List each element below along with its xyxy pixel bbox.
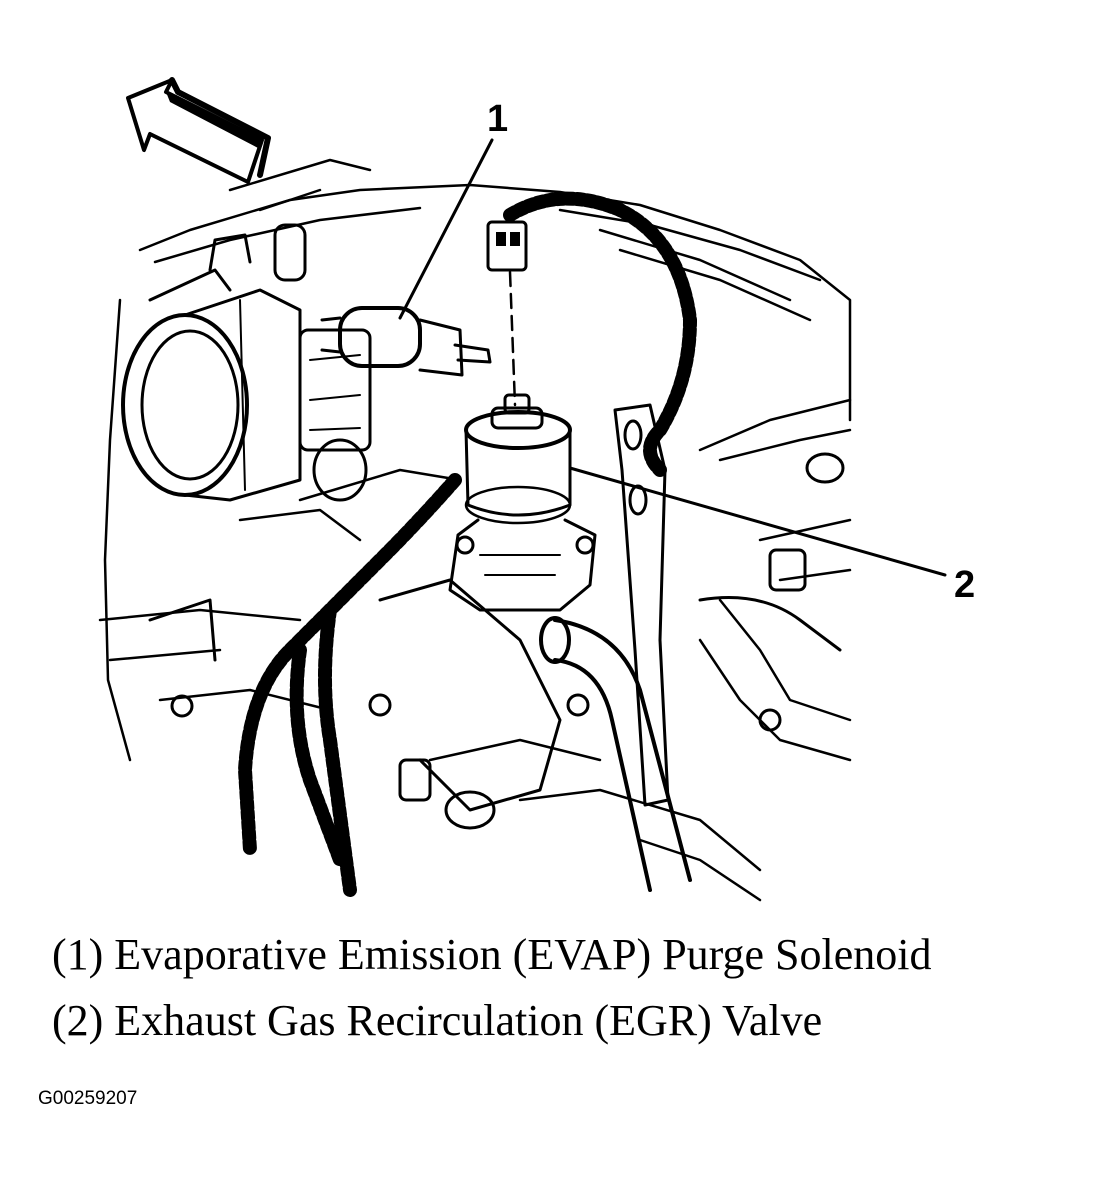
connector-dashed-line	[508, 270, 517, 407]
evap-purge-solenoid	[320, 306, 492, 377]
electrical-connector	[486, 220, 528, 272]
engine-block-outline	[98, 158, 852, 902]
legend-item-evap: (1) Evaporative Emission (EVAP) Purge So…	[52, 930, 932, 979]
leader-lines	[398, 138, 947, 577]
callout-number-1: 1	[487, 98, 509, 140]
throttle-body	[121, 223, 372, 502]
component-legend: (1) Evaporative Emission (EVAP) Purge So…	[52, 922, 932, 1054]
figure-id: G00259207	[38, 1088, 138, 1109]
wiring-harness	[238, 191, 697, 897]
egr-valve	[448, 393, 597, 612]
forward-arrow-icon	[126, 77, 271, 184]
lower-components	[148, 452, 845, 830]
legend-item-egr: (2) Exhaust Gas Recirculation (EGR) Valv…	[52, 996, 823, 1045]
callout-number-2: 2	[954, 564, 976, 606]
harness-outline	[244, 197, 691, 851]
engine-illustration	[98, 77, 947, 902]
